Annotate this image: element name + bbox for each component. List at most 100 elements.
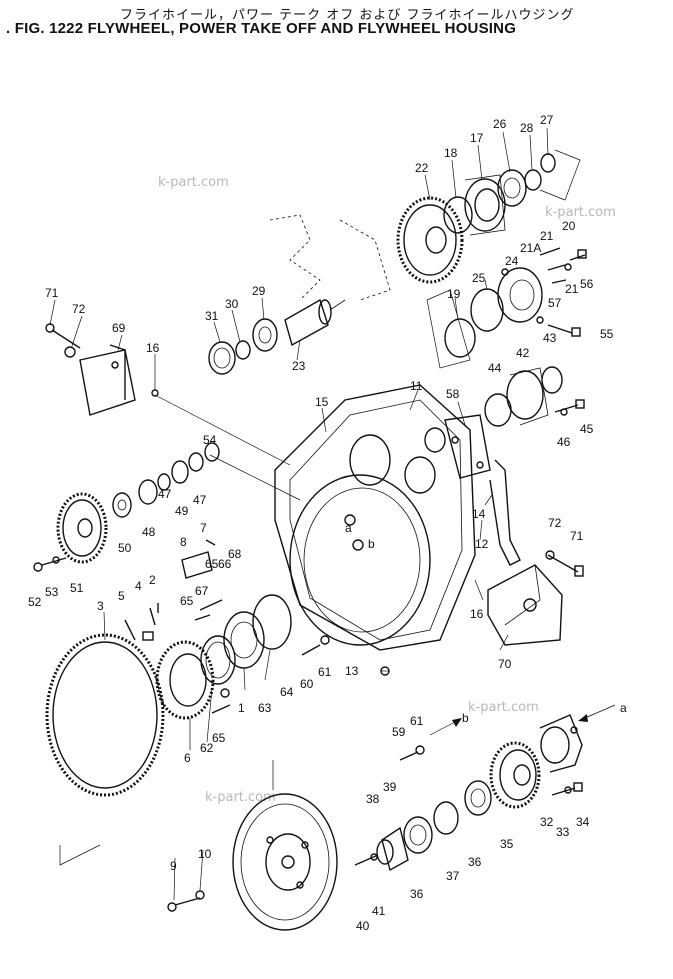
hub-50 bbox=[112, 492, 132, 518]
callout-52: 52 bbox=[28, 595, 42, 609]
callout-64: 64 bbox=[280, 685, 294, 699]
callout-49: 49 bbox=[175, 504, 189, 518]
bolts-71-72 bbox=[45, 323, 81, 358]
callout-5: 5 bbox=[118, 589, 125, 603]
bolt-40-41 bbox=[354, 853, 379, 866]
oil-seal-31 bbox=[208, 341, 236, 375]
snap-ring-37 bbox=[433, 801, 459, 835]
callout-53: 53 bbox=[45, 585, 59, 599]
callout-21b: 21 bbox=[565, 282, 579, 296]
pto-gear-22 bbox=[396, 196, 464, 284]
leader-lines bbox=[49, 127, 549, 901]
callout-31: 31 bbox=[205, 309, 219, 323]
callout-39: 39 bbox=[383, 780, 397, 794]
bolts-33-34 bbox=[551, 782, 583, 796]
ref-label-a: a bbox=[345, 521, 352, 535]
arrow-a-top bbox=[578, 704, 616, 722]
o-ring-19 bbox=[444, 318, 476, 358]
callout-69: 69 bbox=[112, 321, 126, 335]
callout-66: 66 bbox=[218, 557, 232, 571]
callout-23: 23 bbox=[292, 359, 306, 373]
flywheel-1 bbox=[232, 793, 338, 931]
oil-seal-54 bbox=[204, 442, 220, 462]
callout-7: 7 bbox=[200, 521, 207, 535]
callout-35: 35 bbox=[500, 837, 514, 851]
callout-63: 63 bbox=[258, 701, 272, 715]
callout-58: 58 bbox=[446, 387, 460, 401]
callout-41: 41 bbox=[372, 904, 386, 918]
o-ring-25 bbox=[470, 288, 504, 332]
callout-11: 11 bbox=[410, 379, 423, 393]
gear-35 bbox=[489, 741, 541, 809]
callout-30: 30 bbox=[225, 297, 239, 311]
callout-50: 50 bbox=[118, 541, 132, 555]
callout-54: 54 bbox=[203, 433, 217, 447]
flywheel-housing-11 bbox=[274, 384, 476, 651]
callout-10: 10 bbox=[198, 847, 212, 861]
callout-61b: 61 bbox=[410, 714, 424, 728]
callout-72a: 72 bbox=[72, 302, 86, 316]
gear-51 bbox=[56, 492, 108, 564]
callout-32: 32 bbox=[540, 815, 554, 829]
callout-21A: 21A bbox=[520, 241, 541, 255]
plate-8-bolts bbox=[181, 539, 231, 714]
callout-62: 62 bbox=[200, 741, 214, 755]
cover-24 bbox=[497, 267, 544, 324]
callout-25: 25 bbox=[472, 271, 486, 285]
callout-4: 4 bbox=[135, 579, 142, 593]
callout-37: 37 bbox=[446, 869, 460, 883]
callout-2: 2 bbox=[149, 573, 156, 587]
figure-title-japanese: フライホイール，パワー テーク オフ および フライホイールハウジング bbox=[120, 8, 575, 23]
callout-45: 45 bbox=[580, 422, 594, 436]
lock-washer-28 bbox=[524, 169, 542, 191]
snap-ring-30 bbox=[235, 340, 251, 360]
callout-46: 46 bbox=[557, 435, 571, 449]
bearing-48 bbox=[138, 479, 158, 505]
bolt-59-61 bbox=[399, 745, 425, 761]
bolts-4-5 bbox=[124, 603, 159, 641]
callout-61a: 61 bbox=[318, 665, 332, 679]
snap-ring-18 bbox=[443, 196, 473, 234]
snap-ring-47b bbox=[188, 452, 204, 472]
bearing-36b bbox=[403, 816, 433, 854]
callout-40: 40 bbox=[356, 919, 370, 933]
callout-21: 21 bbox=[540, 229, 554, 243]
bearing-26 bbox=[497, 169, 527, 207]
callout-16b: 16 bbox=[470, 607, 484, 621]
callout-36a: 36 bbox=[468, 855, 482, 869]
callout-8: 8 bbox=[180, 535, 187, 549]
callout-6: 6 bbox=[184, 751, 191, 765]
ref-label-b: b bbox=[368, 537, 375, 551]
callout-44: 44 bbox=[488, 361, 502, 375]
callout-27: 27 bbox=[540, 113, 554, 127]
watermark: k-part.com bbox=[545, 205, 616, 220]
gear-6 bbox=[155, 640, 215, 720]
cover-42 bbox=[506, 367, 549, 426]
callout-65c: 65 bbox=[212, 731, 226, 745]
bracket-70 bbox=[487, 564, 563, 646]
arrow-b bbox=[429, 718, 462, 736]
plate-14 bbox=[489, 459, 521, 566]
callout-71b: 71 bbox=[570, 529, 584, 543]
shaft-23 bbox=[284, 298, 346, 347]
callout-3: 3 bbox=[97, 599, 104, 613]
callout-12: 12 bbox=[475, 537, 489, 551]
callout-15: 15 bbox=[315, 395, 329, 409]
watermark: k-part.com bbox=[468, 700, 539, 715]
callout-67: 67 bbox=[195, 584, 209, 598]
gasket-58 bbox=[444, 414, 491, 479]
figure-title: . FIG. 1222 FLYWHEEL, POWER TAKE OFF AND… bbox=[6, 20, 517, 37]
callout-48: 48 bbox=[142, 525, 156, 539]
bearing-36 bbox=[464, 780, 492, 816]
callout-65b: 65 bbox=[180, 594, 194, 608]
callout-b: b bbox=[462, 711, 469, 725]
bolts-45-46 bbox=[554, 399, 585, 416]
callout-68: 68 bbox=[228, 547, 242, 561]
snap-ring-47 bbox=[157, 473, 171, 491]
callout-36b: 36 bbox=[410, 887, 424, 901]
callout-47b: 47 bbox=[193, 493, 207, 507]
callout-59: 59 bbox=[392, 725, 406, 739]
callout-22: 22 bbox=[415, 161, 429, 175]
callout-9: 9 bbox=[170, 859, 177, 873]
callout-24: 24 bbox=[505, 254, 519, 268]
